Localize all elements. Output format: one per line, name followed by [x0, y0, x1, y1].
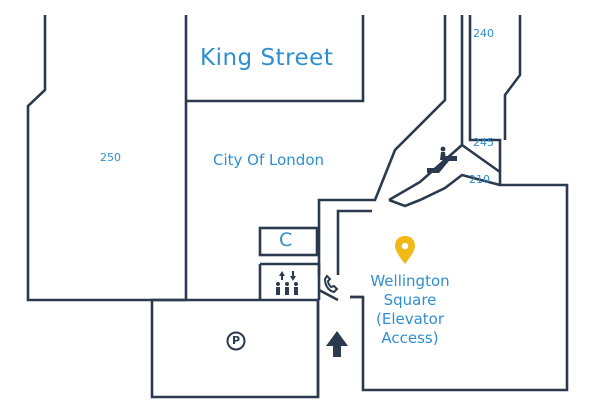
arrow-up-icon [326, 331, 348, 357]
wall-corridor-left [317, 15, 447, 275]
parking-icon [226, 331, 246, 351]
elevator-icon [276, 271, 298, 295]
unit-245-label: 245 [473, 136, 494, 149]
area-label: City Of London [213, 151, 325, 169]
destination-line-1: Wellington [370, 272, 450, 290]
wall-entry [316, 295, 363, 397]
unit-250-label: 250 [100, 151, 121, 164]
destination-line-3: (Elevator [375, 310, 445, 328]
escalator-icon [427, 146, 457, 173]
destination-line-2: Square [383, 291, 437, 309]
box-elevator [258, 262, 339, 302]
location-pin-icon [395, 236, 415, 264]
destination-line-4: Access) [381, 329, 439, 347]
wall-unit-240 [350, 15, 569, 392]
unit-240-label: 240 [473, 27, 494, 40]
destination-label[interactable]: Wellington Square (Elevator Access) [360, 272, 460, 348]
phone-icon [323, 274, 339, 294]
parking-label: P [232, 334, 241, 347]
wall-unit-250 [26, 15, 186, 302]
street-label: King Street [200, 45, 334, 71]
wall-unit-245 [503, 15, 522, 140]
wall-unit-210 [388, 143, 501, 208]
box-c [258, 226, 319, 257]
unit-210-label: 210 [469, 173, 490, 186]
wall-king-street [184, 15, 365, 300]
c-label: C [279, 229, 293, 251]
